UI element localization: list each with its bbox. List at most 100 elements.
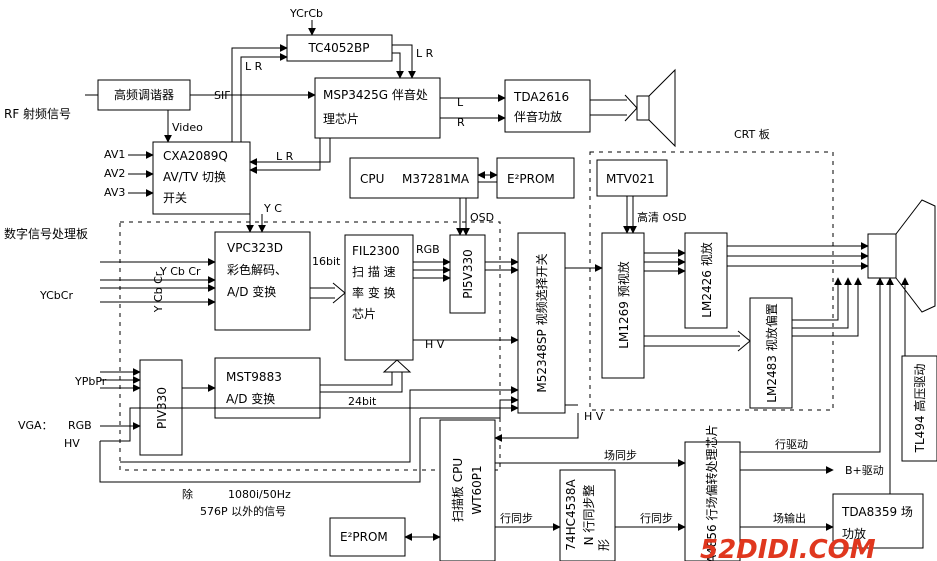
e2prom-bottom-label: E²PROM [340, 530, 388, 544]
digital-board-label: 数字信号处理板 [4, 226, 88, 241]
connection-lines [85, 20, 909, 541]
tda4856-label: TDA4856 行场偏转处理芯片 [704, 425, 719, 561]
crt-board-outline [589, 151, 834, 411]
tl494-block [901, 355, 937, 462]
cxa2089-label-1: CXA2089Q [163, 149, 228, 163]
mst9883-label-1: MST9883 [226, 370, 282, 384]
hd-osd-label: 高清 OSD [637, 210, 687, 224]
av3-label: AV3 [104, 186, 125, 199]
ypbpr-label: YPbPr [74, 375, 107, 388]
site-watermark: 52DIDI.COM [700, 535, 876, 561]
rgb-fil-label: RGB [416, 243, 440, 256]
digital-board-outline [119, 221, 501, 471]
tda8359-block [832, 493, 924, 549]
pi5v330-block [449, 234, 486, 314]
tda2616-block [504, 79, 591, 133]
cpu-m37281-block [349, 157, 479, 199]
speaker-icon [636, 68, 676, 148]
lm2426-block [684, 232, 728, 329]
cxa2089-label-3: 开关 [163, 191, 187, 205]
scan-cpu-label-2: WT60P1 [470, 465, 484, 514]
line-sync-label-2: 行同步 [640, 512, 673, 525]
except-label-3: 576P 以外的信号 [200, 504, 286, 518]
lm2483-block [749, 297, 793, 409]
l-out-label: L [457, 96, 464, 109]
crt-board-label: CRT 板 [734, 127, 770, 141]
crt-tube-icon [867, 199, 936, 313]
e2prom-top-label: E²PROM [507, 172, 555, 186]
tc4052-block [286, 34, 393, 62]
tuner-block [97, 79, 191, 111]
fil2300-block [344, 234, 414, 361]
mst9883-label-2: A/D 变换 [226, 391, 275, 406]
hc4538-block [559, 469, 616, 561]
m52348-block [517, 232, 566, 414]
mst9883-block [214, 357, 321, 419]
m52348-label: M52348SP 视频选择开关 [534, 253, 549, 392]
rf-signal-label: RF 射频信号 [4, 106, 71, 121]
av2-label: AV2 [104, 167, 125, 180]
r-out-label: R [457, 116, 465, 129]
tl494-label: TL494 高压驱动 [912, 364, 927, 454]
except-label-1: 除 [182, 487, 193, 501]
tda8359-label-2: 功放 [842, 526, 866, 541]
hc4538-label-3: 形 [597, 539, 611, 551]
16bit-label: 16bit [312, 255, 341, 268]
lm2426-label: LM2426 视放 [699, 242, 714, 317]
msp3425-label-2: 理芯片 [323, 112, 359, 126]
scan-cpu-label-1: 扫描板 CPU [451, 458, 465, 522]
hv-vga-label: HV [64, 437, 80, 450]
cpu-label-1: CPU [360, 172, 384, 186]
yc-label: Y C [263, 202, 282, 215]
tda2616-label-2: 伴音功放 [514, 109, 562, 124]
ycbcr-vert-label: Y Cb Cr [152, 271, 165, 313]
hv-m52348-label: H V [584, 410, 604, 423]
mtv021-block [596, 159, 668, 197]
ycbcr-left-label: YCbCr [39, 289, 73, 302]
lm1269-block [601, 232, 645, 379]
tda4856-block [684, 441, 741, 561]
pi5v330-label: PI5V330 [461, 249, 475, 299]
24bit-label: 24bit [348, 395, 377, 408]
ycbcr-in-label: Y Cb Cr [159, 265, 201, 278]
line-sync-label-1: 行同步 [500, 512, 533, 525]
fil2300-label-1: FIL2300 [352, 244, 400, 258]
field-out-label: 场输出 [773, 511, 806, 525]
lr-tc-right-label: L R [416, 47, 434, 60]
tda8359-label-1: TDA8359 场 [841, 505, 913, 519]
field-sync-label: 场同步 [604, 448, 637, 462]
ycrcb-top-label: YCrCb [289, 7, 323, 20]
e2prom-bottom-block [329, 517, 406, 557]
b-plus-label: B+驱动 [845, 464, 884, 477]
msp3425-label-1: MSP3425G 伴音处 [323, 87, 428, 102]
hc4538-label-1: 74HC4538A [564, 479, 578, 551]
lm2483-label: LM2483 视放偏置 [764, 303, 779, 402]
hv-fil-label: H V [425, 338, 445, 351]
mtv021-label: MTV021 [606, 172, 655, 186]
tc4052-label: TC4052BP [307, 41, 369, 55]
scan-cpu-block [439, 419, 496, 561]
piv330-label: PIV330 [155, 387, 169, 429]
vpc323d-label-1: VPC323D [227, 241, 283, 255]
cxa2089-block [152, 141, 251, 215]
sif-label: SIF [214, 89, 231, 102]
osd-label: OSD [470, 211, 494, 224]
fil2300-label-4: 芯片 [352, 307, 376, 321]
hc4538-label-2: N 行同步整 [581, 485, 596, 546]
lr-cxa-label: L R [276, 150, 294, 163]
lm1269-label: LM1269 预视放 [616, 261, 631, 348]
msp3425-block [314, 77, 441, 139]
vga-label: VGA： [18, 419, 53, 432]
tuner-label: 高频调谐器 [114, 87, 174, 102]
cxa2089-label-2: AV/TV 切换 [163, 170, 226, 184]
fil2300-label-3: 率 变 换 [352, 285, 396, 300]
cpu-label-2: M37281MA [402, 172, 470, 186]
except-label-2: 1080i/50Hz [228, 488, 291, 501]
lr-tc-left-label: L R [245, 60, 263, 73]
vpc323d-label-3: A/D 变换 [227, 284, 276, 299]
tda2616-label-1: TDA2616 [513, 90, 569, 104]
vpc323d-label-2: 彩色解码、 [227, 263, 287, 277]
av1-label: AV1 [104, 148, 125, 161]
video-label: Video [172, 121, 203, 134]
